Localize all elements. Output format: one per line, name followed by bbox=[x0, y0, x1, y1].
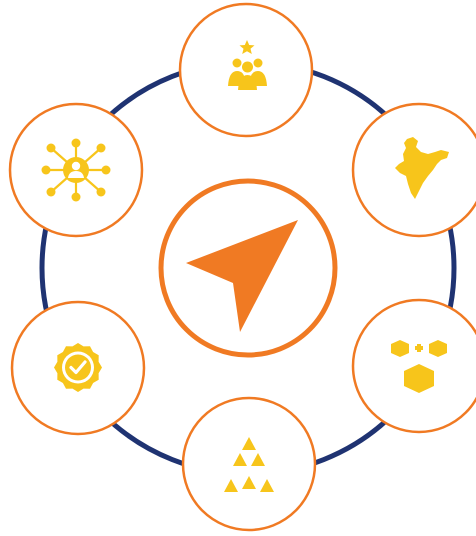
satellite-node-top bbox=[178, 2, 314, 138]
satellite-node-upper-left bbox=[8, 102, 144, 238]
satellite-node-lower-left bbox=[10, 300, 146, 436]
satellite-node-bottom bbox=[181, 396, 317, 532]
triangle-pyramid-icon bbox=[224, 437, 274, 492]
verified-badge-icon bbox=[54, 343, 102, 392]
india-map-icon bbox=[395, 137, 449, 199]
satellite-node-upper-right bbox=[351, 102, 476, 238]
team-star-icon bbox=[228, 40, 267, 90]
center-node bbox=[158, 178, 338, 358]
connected-boxes-icon bbox=[391, 340, 447, 393]
navigation-arrow-icon bbox=[186, 220, 298, 332]
satellite-node-lower-right bbox=[351, 298, 476, 434]
user-network-icon bbox=[41, 138, 111, 202]
